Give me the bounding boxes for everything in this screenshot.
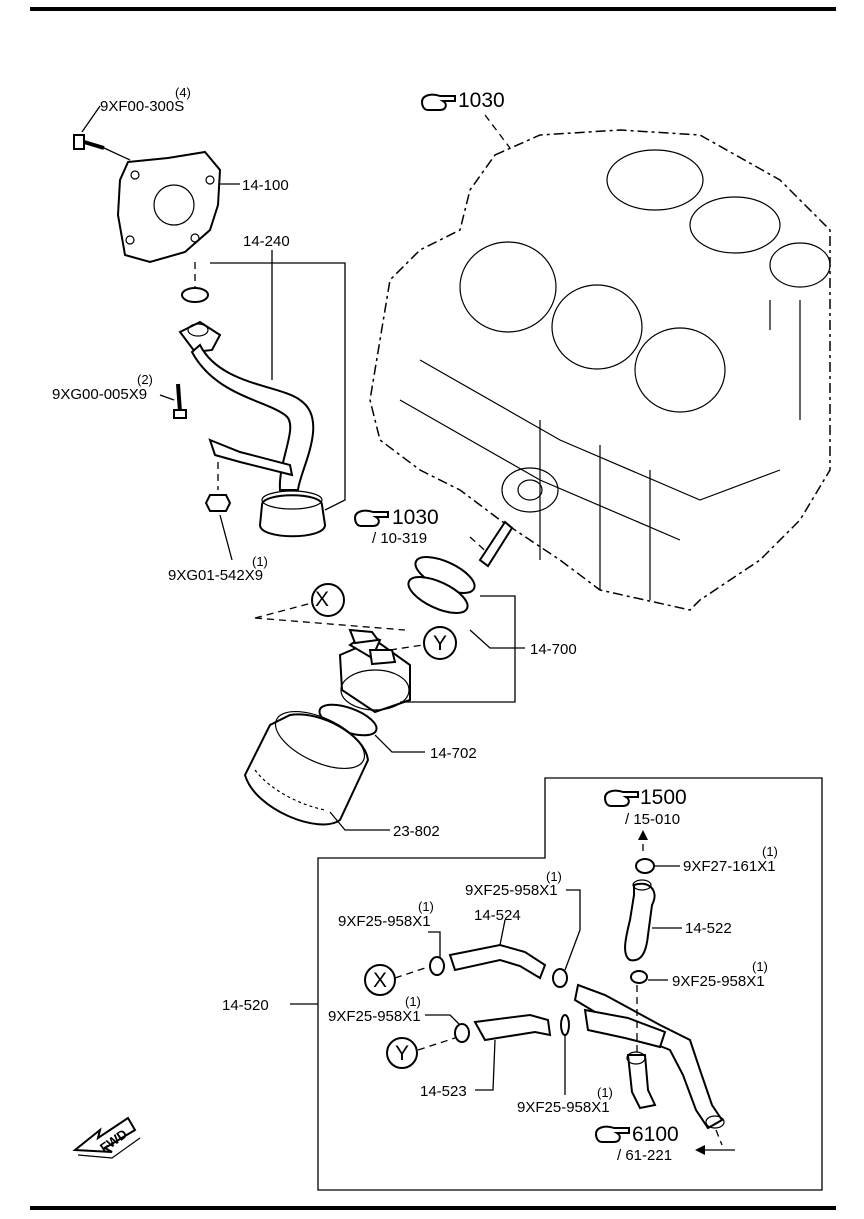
circle-x-label: X [315, 588, 329, 611]
clamp-d-qty: (1) [405, 994, 421, 1009]
ref-hand-icon [420, 93, 456, 111]
clamp-e-qty: (1) [597, 1085, 613, 1100]
nut-strainer-label: 9XG01-542X9 [168, 567, 263, 584]
ref-hand-icon [353, 509, 389, 527]
front-cover-label: 14-100 [242, 177, 289, 194]
dowel-pin [478, 520, 514, 568]
hose-ref-bottom-sub: / 61-221 [617, 1147, 672, 1164]
oil-cooler-mount [501, 467, 559, 513]
cylinder-block [369, 129, 831, 611]
clamp-c-label: 9XF25-958X1 [672, 973, 765, 990]
bolt-strainer-qty: (2) [137, 372, 153, 387]
gasket-label: 14-702 [430, 745, 477, 762]
ref-hand-icon [594, 1125, 630, 1143]
clamp-icon [630, 970, 648, 984]
cylinder-bore-2 [551, 284, 643, 370]
block-ref-2: 1030 [392, 506, 439, 529]
clamp-icon [560, 1014, 570, 1036]
cylinder-bore-6 [769, 242, 831, 288]
bolt-front-cover-label: 9XF00-300S [100, 98, 184, 115]
hose-524-label: 14-524 [474, 907, 521, 924]
hose-522-label: 14-522 [685, 920, 732, 937]
hose-14-523 [454, 1013, 552, 1043]
clamp-b-qty: (1) [418, 899, 434, 914]
clamp-f-qty: (1) [762, 844, 778, 859]
oil-strainer [178, 320, 327, 538]
oil-cooler [338, 628, 411, 714]
oil-filter-label: 23-802 [393, 823, 440, 840]
hose-14-522 [624, 879, 656, 962]
ref-hand-icon [603, 789, 639, 807]
hose-523-label: 14-523 [420, 1083, 467, 1100]
clamp-e-label: 9XF25-958X1 [517, 1099, 610, 1116]
cylinder-bore-3 [634, 327, 726, 413]
oil-filter [243, 710, 370, 826]
clamp-d-label: 9XF25-958X1 [328, 1008, 421, 1025]
nut-strainer-qty: (1) [252, 554, 268, 569]
nut-icon [204, 462, 232, 512]
hose-14-524 [429, 943, 547, 980]
clamp-f-label: 9XF27-161X1 [683, 858, 776, 875]
cylinder-bore-5 [689, 196, 781, 254]
pipe-assembly [573, 983, 725, 1130]
hose-ref-top-sub: / 15-010 [625, 811, 680, 828]
clamp-c-qty: (1) [752, 959, 768, 974]
hose-assy-label: 14-520 [222, 997, 269, 1014]
clamp-icon [552, 968, 568, 988]
clamp-a-qty: (1) [546, 869, 562, 884]
fwd-arrow-icon [72, 1116, 141, 1159]
circle-x-marker [364, 964, 396, 996]
cylinder-bore-1 [459, 241, 557, 333]
circle-x-label-2: X [373, 969, 387, 992]
hose-ref-top: 1500 [640, 786, 687, 809]
circle-y-label: Y [433, 632, 447, 655]
circle-y-label-2: Y [395, 1042, 409, 1065]
clamp-a-label: 9XF25-958X1 [465, 882, 558, 899]
strainer-label: 14-240 [243, 233, 290, 250]
bolt-strainer-label: 9XG00-005X9 [52, 386, 147, 403]
clamp-b-label: 9XF25-958X1 [338, 913, 431, 930]
circle-y-marker [423, 626, 457, 660]
bolt-icon [173, 383, 187, 419]
hose-ref-bottom: 6100 [632, 1123, 679, 1146]
o-ring-icon [181, 287, 209, 303]
circle-x-marker [311, 583, 345, 617]
block-ref-2-sub: / 10-319 [372, 530, 427, 547]
block-ref: 1030 [458, 89, 505, 112]
clamp-icon [635, 858, 655, 874]
hose-group-frame [317, 777, 823, 1191]
circle-y-marker [386, 1037, 418, 1069]
o-ring-icon [407, 576, 469, 614]
bolt-front-cover-qty: (4) [175, 85, 191, 100]
oil-pump-cover [116, 150, 222, 264]
oil-cooler-label: 14-700 [530, 641, 577, 658]
bolt-icon [73, 134, 105, 150]
cylinder-bore-4 [606, 149, 704, 211]
